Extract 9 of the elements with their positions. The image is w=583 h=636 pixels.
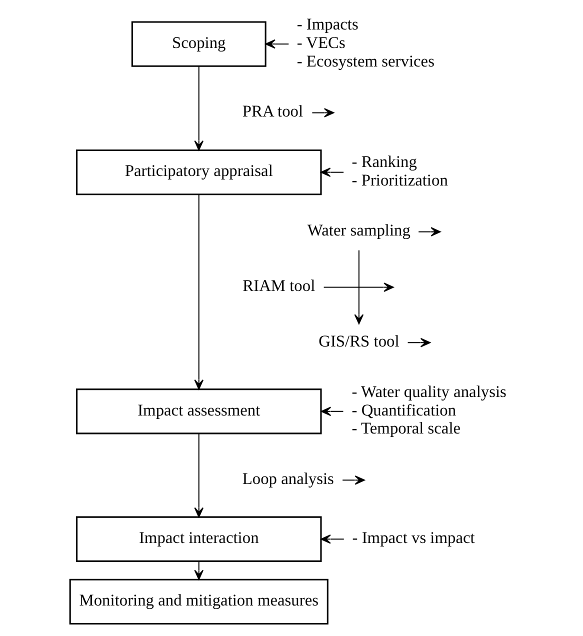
node-text: - Impact vs impact [352, 528, 474, 548]
node-text: GIS/RS tool [318, 332, 399, 351]
node-text: PRA tool [242, 102, 303, 121]
node-text: Water sampling [306, 220, 410, 240]
node-text: - Ranking - Prioritization [351, 152, 448, 190]
node-text: Loop analysis [242, 469, 334, 488]
node-text: RIAM tool [242, 276, 315, 296]
node-text: - Water quality analysis - Quantification - Temporal scale [351, 382, 506, 438]
node-text: - Impacts - VECs - Ecosystem services [296, 14, 434, 70]
